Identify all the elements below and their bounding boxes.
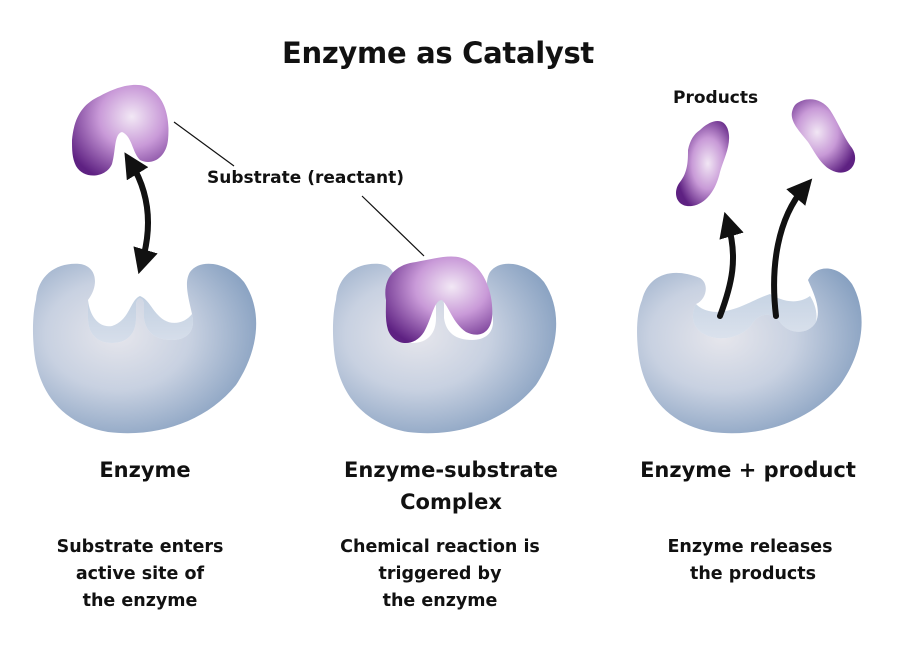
products-callout-label: Products [673,88,759,108]
product-shape-left [676,120,730,207]
arrow-product-release-right [771,178,813,319]
stage-3-title: Enzyme + product [640,458,856,482]
arrow-substrate-to-enzyme [124,152,158,275]
enzyme-shape-1 [32,263,257,434]
diagram-title: Enzyme as Catalyst [281,36,594,70]
stage-3-description: Enzyme releases the products [667,537,833,584]
free-substrate-shape [72,84,169,176]
stage-1-description: Substrate enters active site of the enzy… [56,537,224,611]
enzyme-shape-2 [332,263,557,434]
substrate-callout-label: Substrate (reactant) [207,168,405,188]
stage-2-title: Enzyme-substrate Complex [344,458,558,514]
stage-1-title: Enzyme [99,458,191,482]
bound-substrate-shape [385,256,493,344]
leader-line-to-free-substrate [173,121,235,167]
leader-line-to-bound-substrate [361,195,425,257]
product-shape-right [791,99,856,173]
stage-2-description: Chemical reaction is triggered by the en… [340,537,540,611]
arrow-product-release-left [717,211,744,319]
enzyme-shape-3 [637,268,862,434]
